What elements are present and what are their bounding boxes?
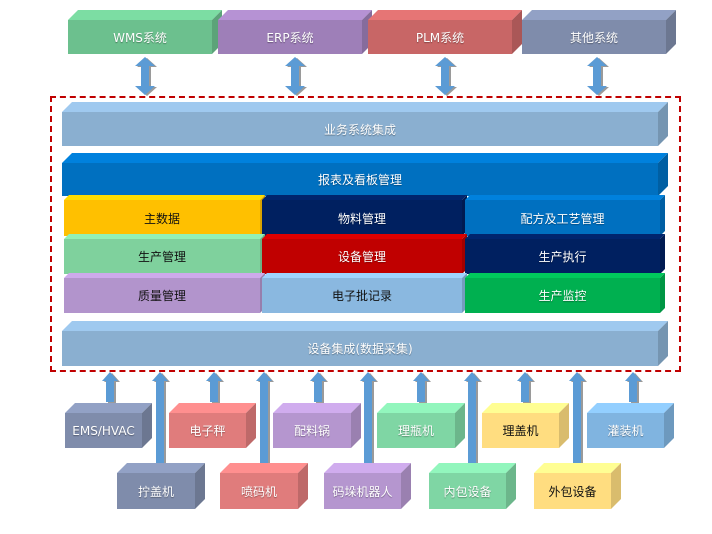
device-ems-hvac: EMS/HVAC bbox=[65, 413, 142, 448]
module-monitoring: 生产监控 bbox=[465, 278, 660, 313]
module-production: 生产管理 bbox=[64, 239, 260, 274]
device-integration-layer: 设备集成(数据采集) bbox=[62, 331, 658, 366]
up-arrow bbox=[360, 372, 376, 463]
module-master-data: 主数据 bbox=[64, 200, 260, 236]
device-cap-sorter: 理盖机 bbox=[482, 413, 559, 448]
module-equipment: 设备管理 bbox=[262, 239, 462, 274]
double-arrow bbox=[135, 57, 155, 95]
up-arrow bbox=[256, 372, 272, 463]
module-recipe-process: 配方及工艺管理 bbox=[465, 200, 660, 236]
double-arrow bbox=[285, 57, 305, 95]
system-wms: WMS系统 bbox=[68, 20, 212, 54]
up-arrow bbox=[206, 372, 222, 402]
reports-dashboard-layer: 报表及看板管理 bbox=[62, 163, 658, 196]
up-arrow bbox=[310, 372, 326, 402]
device-bottle-sorter: 理瓶机 bbox=[377, 413, 455, 448]
double-arrow bbox=[587, 57, 607, 95]
device-scale: 电子秤 bbox=[169, 413, 246, 448]
system-plm: PLM系统 bbox=[368, 20, 512, 54]
module-quality: 质量管理 bbox=[64, 278, 260, 313]
system-other: 其他系统 bbox=[522, 20, 666, 54]
up-arrow bbox=[569, 372, 585, 463]
module-material: 物料管理 bbox=[262, 200, 462, 236]
up-arrow bbox=[464, 372, 480, 463]
device-inner-packing: 内包设备 bbox=[429, 473, 506, 509]
module-execution: 生产执行 bbox=[465, 239, 660, 274]
device-outer-packing: 外包设备 bbox=[534, 473, 611, 509]
device-capper: 拧盖机 bbox=[117, 473, 195, 509]
up-arrow bbox=[517, 372, 533, 402]
up-arrow bbox=[152, 372, 168, 463]
mes-boundary-frame bbox=[50, 96, 681, 372]
up-arrow bbox=[625, 372, 641, 402]
business-integration-layer: 业务系统集成 bbox=[62, 112, 658, 146]
device-palletizer-robot: 码垛机器人 bbox=[324, 473, 401, 509]
module-ebr: 电子批记录 bbox=[262, 278, 462, 313]
device-filler: 灌装机 bbox=[587, 413, 664, 448]
system-erp: ERP系统 bbox=[218, 20, 362, 54]
double-arrow bbox=[435, 57, 455, 95]
device-coder: 喷码机 bbox=[220, 473, 298, 509]
up-arrow bbox=[102, 372, 118, 402]
device-mixing-tank: 配料锅 bbox=[273, 413, 351, 448]
up-arrow bbox=[413, 372, 429, 402]
